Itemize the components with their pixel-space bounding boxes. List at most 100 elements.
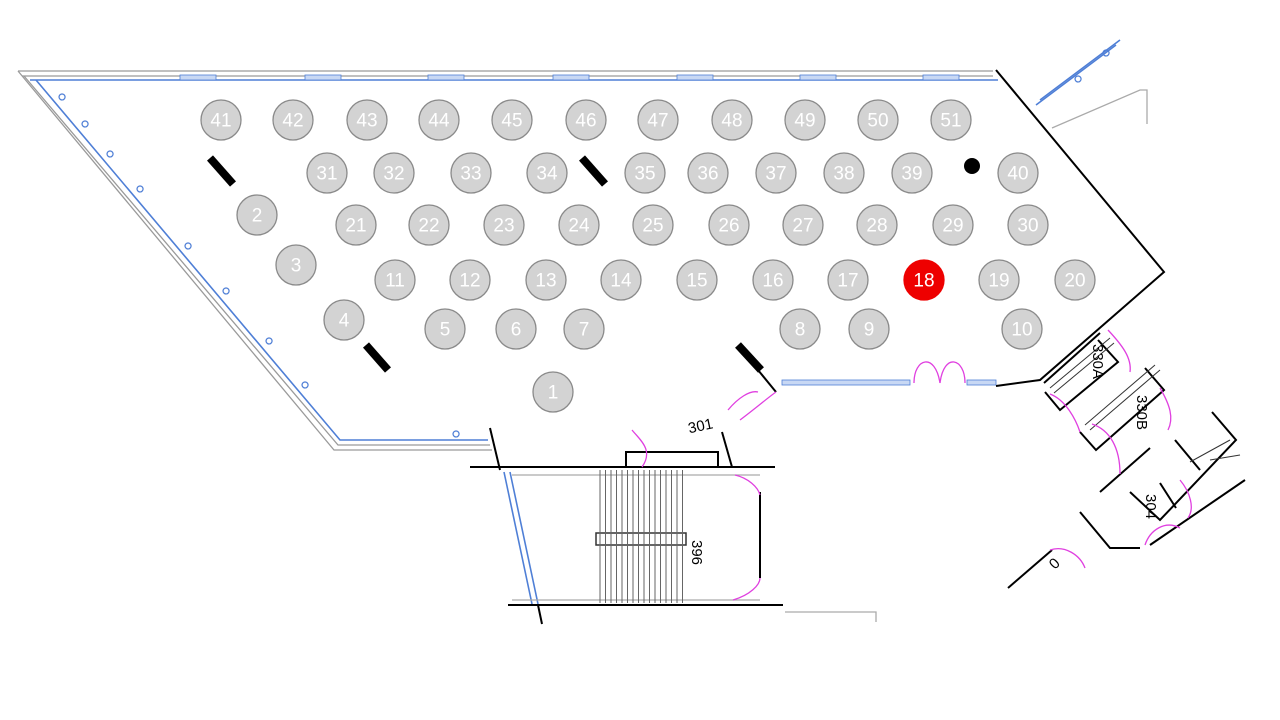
seat-48[interactable]: 48: [711, 99, 753, 141]
seat-circle[interactable]: [848, 308, 890, 350]
seat-circle[interactable]: [532, 371, 574, 413]
seat-27[interactable]: 27: [782, 204, 824, 246]
seat-circle[interactable]: [779, 308, 821, 350]
seat-circle[interactable]: [563, 308, 605, 350]
seat-3[interactable]: 3: [275, 244, 317, 286]
seat-5[interactable]: 5: [424, 308, 466, 350]
seat-circle[interactable]: [856, 204, 898, 246]
seat-11[interactable]: 11: [374, 259, 416, 301]
seat-6[interactable]: 6: [495, 308, 537, 350]
seat-37[interactable]: 37: [755, 152, 797, 194]
seat-50[interactable]: 50: [857, 99, 899, 141]
seat-circle[interactable]: [346, 99, 388, 141]
seat-circle[interactable]: [782, 204, 824, 246]
seat-circle[interactable]: [930, 99, 972, 141]
seat-circle[interactable]: [558, 204, 600, 246]
seat-circle[interactable]: [708, 204, 750, 246]
seat-circle[interactable]: [483, 204, 525, 246]
seat-28[interactable]: 28: [856, 204, 898, 246]
seat-47[interactable]: 47: [637, 99, 679, 141]
seat-circle[interactable]: [784, 99, 826, 141]
seat-circle[interactable]: [491, 99, 533, 141]
seat-46[interactable]: 46: [565, 99, 607, 141]
seat-42[interactable]: 42: [272, 99, 314, 141]
seat-36[interactable]: 36: [687, 152, 729, 194]
seat-40[interactable]: 40: [997, 152, 1039, 194]
seat-44[interactable]: 44: [418, 99, 460, 141]
seat-4[interactable]: 4: [323, 299, 365, 341]
seat-circle[interactable]: [1007, 204, 1049, 246]
seat-39[interactable]: 39: [891, 152, 933, 194]
seat-15[interactable]: 15: [676, 259, 718, 301]
seat-circle[interactable]: [408, 204, 450, 246]
seat-35[interactable]: 35: [624, 152, 666, 194]
seat-24[interactable]: 24: [558, 204, 600, 246]
seat-7[interactable]: 7: [563, 308, 605, 350]
seat-circle[interactable]: [449, 259, 491, 301]
seat-17[interactable]: 17: [827, 259, 869, 301]
seat-10[interactable]: 10: [1001, 308, 1043, 350]
seat-circle[interactable]: [306, 152, 348, 194]
seat-circle[interactable]: [272, 99, 314, 141]
seat-circle[interactable]: [676, 259, 718, 301]
seat-circle[interactable]: [891, 152, 933, 194]
seat-circle[interactable]: [200, 99, 242, 141]
seat-circle[interactable]: [903, 259, 945, 301]
seat-circle[interactable]: [857, 99, 899, 141]
seat-circle[interactable]: [418, 99, 460, 141]
seat-41[interactable]: 41: [200, 99, 242, 141]
seat-circle[interactable]: [565, 99, 607, 141]
seat-circle[interactable]: [624, 152, 666, 194]
seat-43[interactable]: 43: [346, 99, 388, 141]
seat-30[interactable]: 30: [1007, 204, 1049, 246]
seat-circle[interactable]: [1001, 308, 1043, 350]
seat-circle[interactable]: [711, 99, 753, 141]
seat-circle[interactable]: [978, 259, 1020, 301]
seat-circle[interactable]: [323, 299, 365, 341]
seat-circle[interactable]: [495, 308, 537, 350]
seat-13[interactable]: 13: [525, 259, 567, 301]
seat-circle[interactable]: [373, 152, 415, 194]
seat-2[interactable]: 2: [236, 194, 278, 236]
seat-circle[interactable]: [687, 152, 729, 194]
seat-32[interactable]: 32: [373, 152, 415, 194]
seat-circle[interactable]: [450, 152, 492, 194]
seat-circle[interactable]: [755, 152, 797, 194]
seat-circle[interactable]: [374, 259, 416, 301]
seat-highlighted[interactable]: 18: [903, 259, 945, 301]
seat-21[interactable]: 21: [335, 204, 377, 246]
seat-19[interactable]: 19: [978, 259, 1020, 301]
seat-1[interactable]: 1: [532, 371, 574, 413]
seat-circle[interactable]: [823, 152, 865, 194]
seat-circle[interactable]: [335, 204, 377, 246]
seat-circle[interactable]: [525, 259, 567, 301]
seat-23[interactable]: 23: [483, 204, 525, 246]
seat-49[interactable]: 49: [784, 99, 826, 141]
seat-circle[interactable]: [526, 152, 568, 194]
seat-circle[interactable]: [632, 204, 674, 246]
seat-45[interactable]: 45: [491, 99, 533, 141]
seat-34[interactable]: 34: [526, 152, 568, 194]
seat-8[interactable]: 8: [779, 308, 821, 350]
seat-16[interactable]: 16: [752, 259, 794, 301]
seat-29[interactable]: 29: [932, 204, 974, 246]
seat-20[interactable]: 20: [1054, 259, 1096, 301]
seat-25[interactable]: 25: [632, 204, 674, 246]
seat-circle[interactable]: [275, 244, 317, 286]
seat-22[interactable]: 22: [408, 204, 450, 246]
seat-circle[interactable]: [236, 194, 278, 236]
seat-circle[interactable]: [752, 259, 794, 301]
seat-14[interactable]: 14: [600, 259, 642, 301]
seat-26[interactable]: 26: [708, 204, 750, 246]
seat-circle[interactable]: [932, 204, 974, 246]
seat-33[interactable]: 33: [450, 152, 492, 194]
seat-9[interactable]: 9: [848, 308, 890, 350]
seat-12[interactable]: 12: [449, 259, 491, 301]
seat-circle[interactable]: [600, 259, 642, 301]
seat-circle[interactable]: [637, 99, 679, 141]
seat-circle[interactable]: [1054, 259, 1096, 301]
seat-circle[interactable]: [997, 152, 1039, 194]
seat-circle[interactable]: [827, 259, 869, 301]
seat-38[interactable]: 38: [823, 152, 865, 194]
seat-51[interactable]: 51: [930, 99, 972, 141]
